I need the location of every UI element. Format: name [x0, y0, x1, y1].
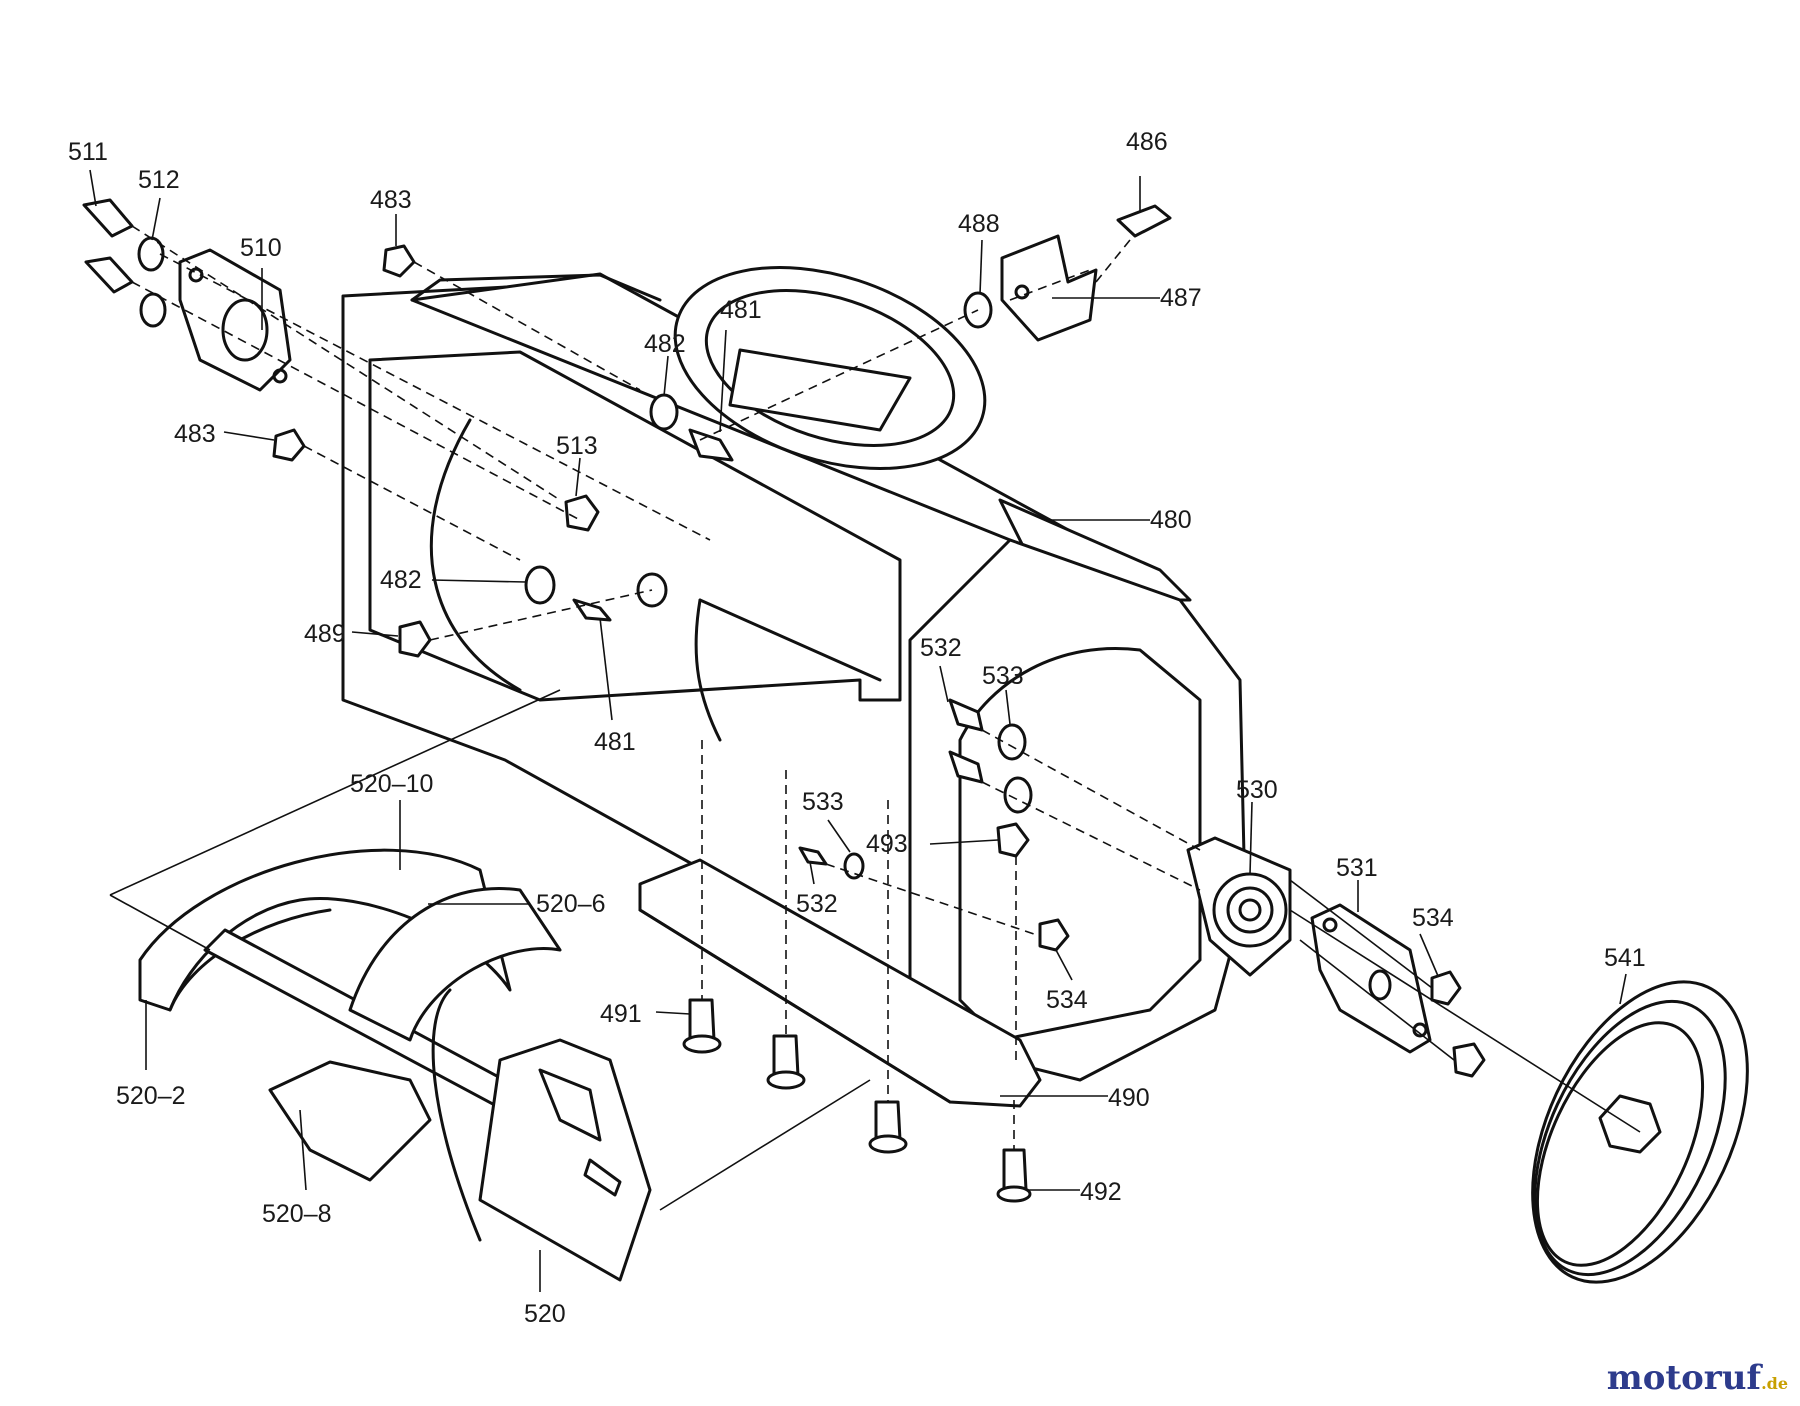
alignment-lines [109, 225, 1641, 1211]
part-label-492: 492 [1080, 1178, 1122, 1206]
part-label-493: 493 [866, 830, 908, 858]
part-label-489: 489 [304, 620, 346, 648]
part-label-520-10: 520–10 [350, 770, 433, 798]
watermark-tld: .de [1761, 1374, 1788, 1393]
part-label-531: 531 [1336, 854, 1378, 882]
part-label-520: 520 [524, 1300, 566, 1328]
part-label-520-8: 520–8 [262, 1200, 332, 1228]
part-label-483-mid: 483 [174, 420, 216, 448]
part-label-532-mid: 532 [796, 890, 838, 918]
part-label-520-2: 520–2 [116, 1082, 186, 1110]
part-label-533-mid: 533 [802, 788, 844, 816]
part-label-511: 511 [68, 138, 108, 166]
part-label-491: 491 [600, 1000, 642, 1028]
auger-housing-480 [341, 265, 1247, 1108]
part-label-482-top: 482 [644, 330, 686, 358]
part-label-483-top: 483 [370, 186, 412, 214]
impeller-assembly-520 [138, 848, 652, 1282]
bearing-flange-530 [1186, 836, 1292, 977]
part-label-481-mid: 481 [594, 728, 636, 756]
part-label-534-right: 534 [1412, 904, 1454, 932]
leader-lines [89, 169, 1627, 1292]
part-label-490: 490 [1108, 1084, 1150, 1112]
part-label-481-top: 481 [720, 296, 762, 324]
part-label-486: 486 [1126, 128, 1168, 156]
part-label-513: 513 [556, 432, 598, 460]
part-labels: 511 512 510 483 488 486 487 481 482 483 … [68, 128, 1646, 1328]
part-label-512: 512 [138, 166, 180, 194]
part-label-530: 530 [1236, 776, 1278, 804]
part-label-533-top: 533 [982, 662, 1024, 690]
part-label-487: 487 [1160, 284, 1202, 312]
part-label-532-top: 532 [920, 634, 962, 662]
watermark-main: motoruf [1606, 1358, 1762, 1398]
part-label-541: 541 [1604, 944, 1646, 972]
part-label-488: 488 [958, 210, 1000, 238]
motoruf-watermark-logo: motoruf.de [1607, 1358, 1788, 1398]
bracket-487 [1000, 234, 1098, 342]
part-label-482-mid: 482 [380, 566, 422, 594]
part-label-480: 480 [1150, 506, 1192, 534]
fasteners [82, 198, 1486, 1203]
part-label-534-mid: 534 [1046, 986, 1088, 1014]
part-label-520-6: 520–6 [536, 890, 606, 918]
part-label-510: 510 [240, 234, 282, 262]
bearing-flange-510 [178, 248, 292, 392]
